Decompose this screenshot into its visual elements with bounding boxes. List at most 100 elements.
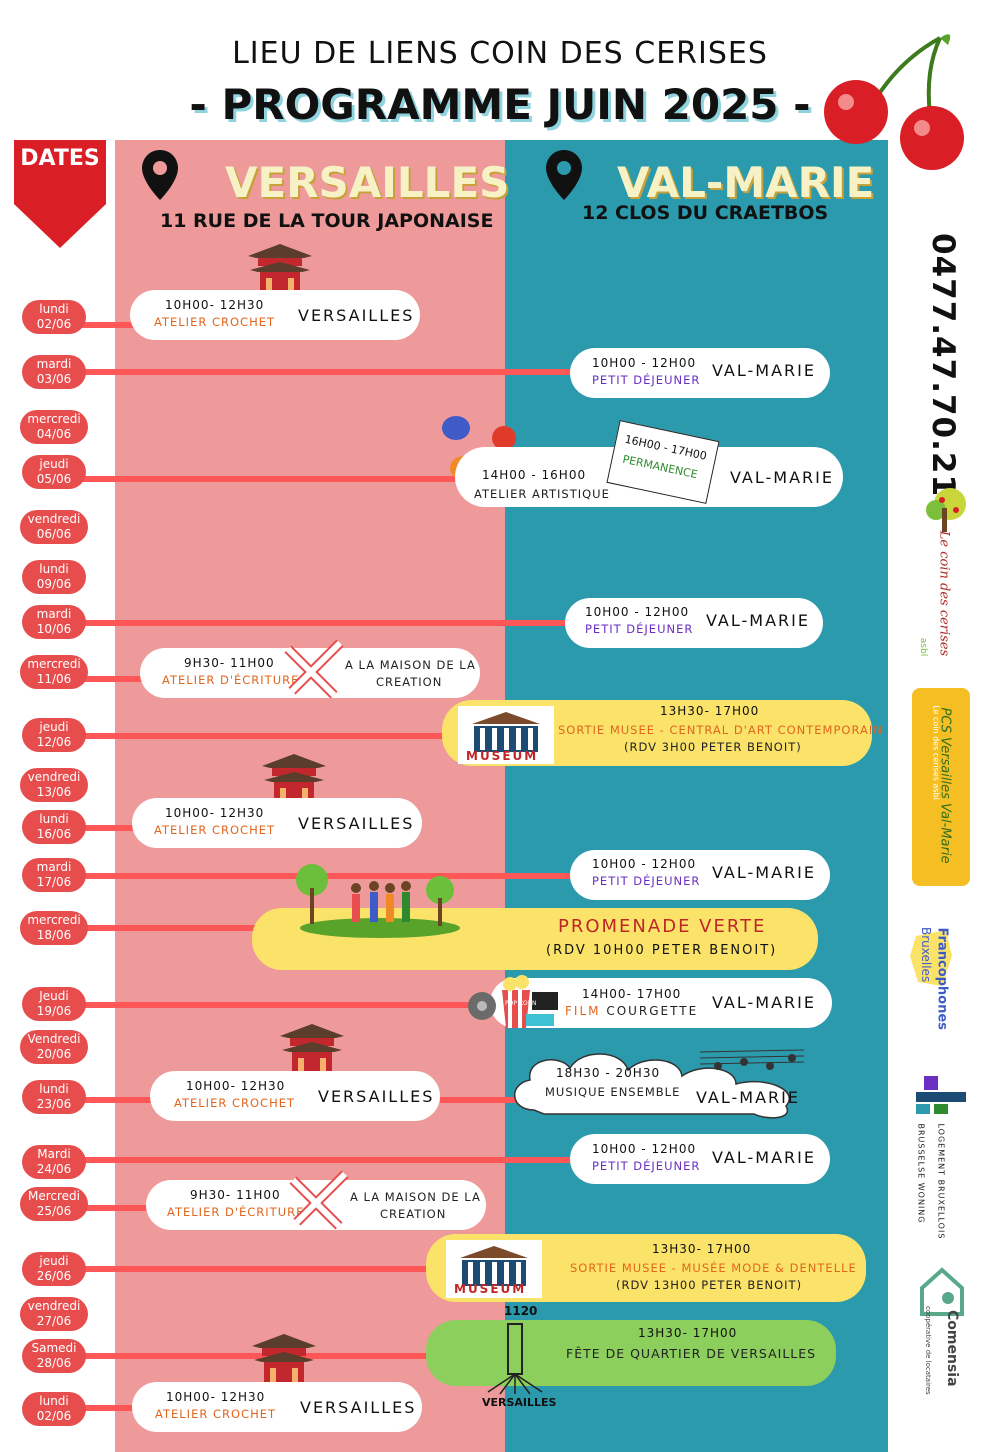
fete-icon-label: VERSAILLES: [482, 1396, 557, 1409]
dates-label: DATES: [20, 146, 100, 171]
museum-label: MUSEUM: [466, 749, 539, 763]
event-place: VERSAILLES: [318, 1087, 435, 1106]
hikers-icon: [296, 864, 460, 938]
event-place: CREATION: [376, 675, 443, 689]
house-logo-icon: [916, 1076, 966, 1114]
event-place: VAL-MARIE: [712, 863, 816, 882]
timeline-line: [60, 369, 580, 375]
event-place: VAL-MARIE: [706, 611, 810, 630]
event-place: VERSAILLES: [298, 306, 415, 325]
museum-icon: [458, 706, 554, 764]
cinema-popcorn-icon: [468, 975, 558, 1028]
event-time: 9H30- 11H00: [184, 656, 275, 670]
location-pin-icon: [546, 150, 582, 200]
event-activity: ATELIER CROCHET: [154, 315, 276, 329]
timeline-line: [60, 1157, 580, 1163]
timeline-line: [60, 1002, 580, 1008]
logo-pcs: PCS Versailles Val-Marie Le coin des cer…: [912, 688, 970, 886]
timeline-line: [60, 676, 150, 682]
event-place: VAL-MARIE: [712, 361, 816, 380]
event-time: 9H30- 11H00: [190, 1188, 281, 1202]
event-card: [570, 348, 830, 398]
event-place: VERSAILLES: [298, 814, 415, 833]
event-detail: (RDV 13H00 PETER BENOIT): [616, 1278, 803, 1292]
event-place: VAL-MARIE: [712, 993, 816, 1012]
timeline-line: [60, 1405, 140, 1411]
pencil-ruler-icon: [284, 639, 344, 699]
event-time: 10H00- 12H30: [166, 1390, 266, 1404]
page-subtitle: - PROGRAMME JUIN 2025 -: [189, 80, 811, 129]
event-time: 10H00- 12H30: [186, 1079, 286, 1093]
event-time: 10H00 - 12H00: [592, 857, 697, 871]
comensia-house-icon: [920, 1267, 964, 1316]
logo-logement-bruxellois: LOGEMENT BRUXELLOIS BRUSSELSE WONING: [912, 1074, 982, 1244]
event-activity: SORTIE MUSEE - CENTRAL D'ART CONTEMPORAI…: [558, 723, 883, 737]
event-time: 10H00- 12H30: [165, 806, 265, 820]
event-time: 10H00- 12H30: [165, 298, 265, 312]
event-activity: PROMENADE VERTE: [558, 916, 767, 937]
cherries-icon: [824, 34, 964, 170]
event-activity: ATELIER D'ÉCRITURE: [162, 673, 300, 687]
event-card: [570, 1134, 830, 1184]
timeline-line: [60, 825, 140, 831]
valmarie-title: VAL-MARIE: [617, 158, 875, 207]
page-title: LIEU DE LIENS COIN DES CERISES: [232, 36, 768, 71]
event-activity: FÊTE DE QUARTIER DE VERSAILLES: [566, 1346, 817, 1361]
event-time: 10H00 - 12H00: [592, 356, 697, 370]
timeline-line: [60, 1353, 440, 1359]
cloud-shape: [513, 1049, 805, 1119]
event-activity: ATELIER ARTISTIQUE: [474, 487, 610, 501]
timeline-line: [60, 322, 140, 328]
valmarie-address: 12 CLOS DU CRAETBOS: [582, 202, 829, 224]
event-place: VAL-MARIE: [712, 1148, 816, 1167]
event-activity: FILM COURGETTE: [565, 1004, 699, 1018]
museum-label: MUSEUM: [454, 1282, 527, 1296]
logo-comensia: Comensia coopérative de locataires: [912, 1262, 982, 1402]
event-time: 10H00 - 12H00: [585, 605, 690, 619]
event-activity: ATELIER D'ÉCRITURE: [167, 1205, 305, 1219]
event-place: A LA MAISON DE LA: [345, 658, 476, 672]
timeline-line: [440, 1097, 520, 1103]
event-activity: ATELIER CROCHET: [155, 1407, 277, 1421]
event-time: 14H00 - 16H00: [482, 468, 587, 482]
dates-banner: [14, 140, 106, 248]
event-activity: PETIT DÉJEUNER: [585, 622, 694, 636]
event-card: [565, 598, 823, 648]
popcorn-label: POP CORN: [505, 1000, 537, 1007]
tree-logo-icon: [926, 488, 966, 532]
event-place: A LA MAISON DE LA: [350, 1190, 481, 1204]
phone-number: 0477.47.70.21: [925, 233, 961, 498]
event-time: 13H30- 17H00: [638, 1326, 738, 1340]
event-time: 13H30- 17H00: [660, 704, 760, 718]
pencil-ruler-icon: [289, 1170, 349, 1230]
timeline-line: [60, 1097, 160, 1103]
phone-number-box: 0477.47.70.21: [913, 230, 973, 498]
event-detail: (RDV 3H00 PETER BENOIT): [624, 740, 802, 754]
timeline-line: [60, 733, 455, 739]
tree-roots-icon: [487, 1323, 543, 1395]
event-card: [570, 850, 830, 900]
event-card: [132, 1382, 422, 1432]
timeline-line: [60, 476, 470, 482]
event-activity: ATELIER CROCHET: [174, 1096, 296, 1110]
logo-francophones-bruxelles: Francophones Bruxelles: [906, 920, 986, 1050]
event-card: [150, 1071, 440, 1121]
event-card-walk: [252, 908, 818, 970]
versailles-address: 11 RUE DE LA TOUR JAPONAISE: [160, 210, 494, 232]
event-activity: ATELIER CROCHET: [154, 823, 276, 837]
